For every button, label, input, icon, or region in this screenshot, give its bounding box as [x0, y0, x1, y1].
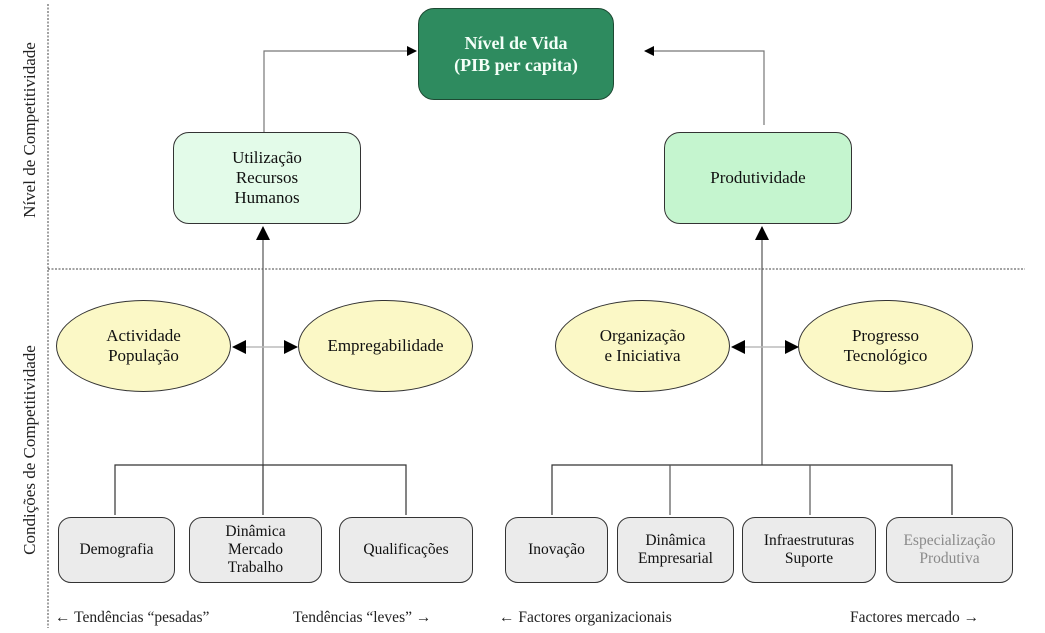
node-line: Mercado — [227, 541, 284, 558]
leaf-demografia: Demografia — [58, 517, 175, 583]
node-line: Produtiva — [919, 550, 980, 567]
node-line: Empresarial — [638, 550, 713, 567]
label-factores-organizacionais: ← Factores organizacionais — [499, 609, 672, 626]
node-line: Trabalho — [227, 559, 284, 576]
node-line: Dinâmica — [645, 532, 706, 549]
node-line: Especialização — [903, 532, 996, 549]
node-line: Produtividade — [710, 168, 806, 187]
node-line: Demografia — [79, 541, 154, 558]
node-line: Infraestruturas — [763, 532, 855, 549]
node-line: Inovação — [528, 541, 585, 558]
node-subtitle: (PIB per capita) — [454, 55, 578, 75]
node-produtividade: Produtividade — [664, 132, 852, 224]
ellipse-empregabilidade: Empregabilidade — [298, 300, 473, 392]
right-tree-bar — [551, 464, 953, 515]
node-line: Empregabilidade — [327, 336, 444, 355]
leaf-inovacao: Inovação — [505, 517, 608, 583]
arrow-hr-to-top — [263, 46, 417, 133]
node-line: Progresso — [851, 326, 920, 345]
axis-label-upper: Nível de Competitividade — [20, 42, 39, 218]
node-line: Recursos — [235, 168, 299, 187]
node-line: Tecnológico — [843, 346, 928, 365]
node-line: e Iniciativa — [604, 346, 681, 365]
node-line: Utilização — [232, 148, 302, 167]
node-line: Dinâmica — [225, 523, 286, 540]
node-title: Nível de Vida — [464, 33, 568, 53]
arrow-prod-to-top — [644, 46, 765, 125]
label-factores-mercado: Factores mercado → — [850, 609, 980, 626]
left-tree-bar — [114, 464, 407, 515]
node-line: Qualificações — [363, 541, 449, 558]
node-line: Suporte — [784, 550, 834, 567]
node-line: Humanos — [234, 188, 300, 207]
node-line: População — [108, 346, 179, 365]
label-tendencias-pesadas: ← Tendências “pesadas” — [55, 609, 210, 626]
axis-label-lower: Condições de Competitividade — [20, 345, 39, 555]
node-line: Organização — [599, 326, 686, 345]
node-line: Actividade — [106, 326, 181, 345]
node-nivel-de-vida: Nível de Vida(PIB per capita) — [418, 8, 614, 100]
leaf-qualificacoes: Qualificações — [339, 517, 473, 583]
label-tendencias-leves: Tendências “leves” → — [293, 609, 432, 626]
